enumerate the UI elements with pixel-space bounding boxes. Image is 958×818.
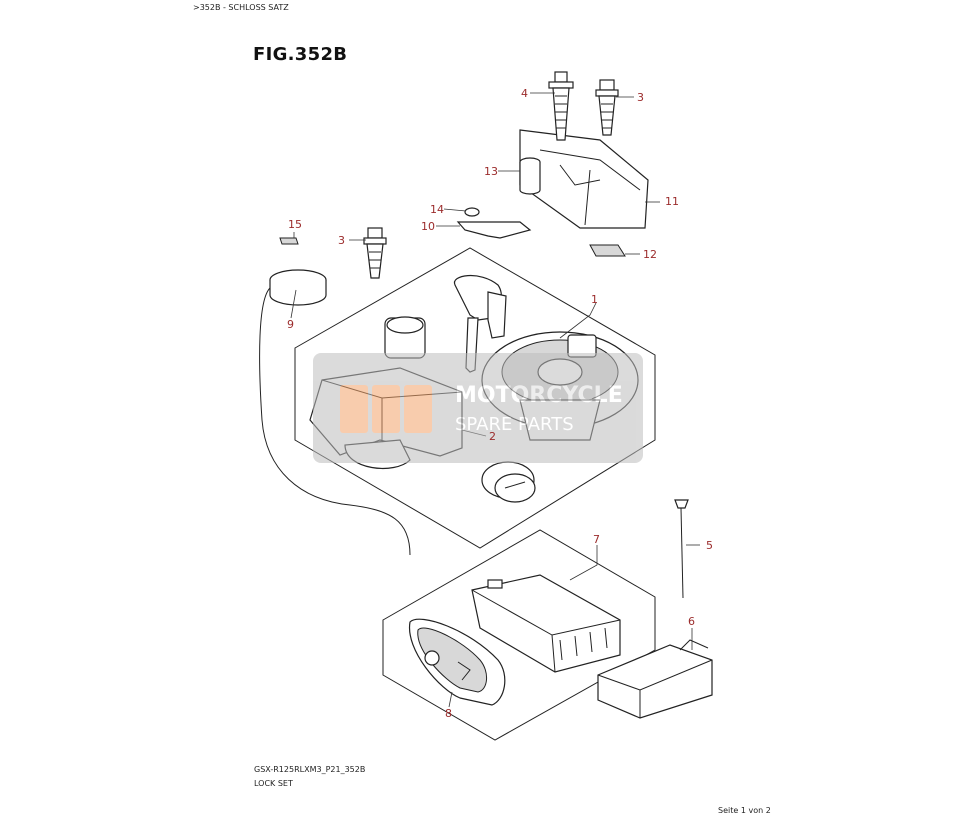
callout-10[interactable]: 10 [421,220,435,233]
callout-9[interactable]: 9 [287,318,294,331]
plate-part-10[interactable] [456,221,532,239]
callout-14[interactable]: 14 [430,203,444,216]
holder-part-6[interactable] [597,639,713,719]
callout-3-lower[interactable]: 3 [338,234,345,247]
callout-8[interactable]: 8 [445,707,452,720]
key-fob-part-8[interactable] [408,618,506,706]
group-outline-smart-key [382,529,656,741]
callout-15[interactable]: 15 [288,218,302,231]
seat-lock-cylinder[interactable] [481,461,536,503]
breadcrumb[interactable]: >352B - SCHLOSS SATZ [193,3,289,12]
callout-2[interactable]: 2 [489,430,496,443]
watermark: MOTORCYCLE SPARE PARTS [313,353,643,463]
callout-11[interactable]: 11 [665,195,679,208]
callout-13[interactable]: 13 [484,165,498,178]
spacer-part-13[interactable] [519,157,541,195]
callout-12[interactable]: 12 [643,248,657,261]
callout-1[interactable]: 1 [591,293,598,306]
bolt-part-3-upper[interactable] [595,79,619,136]
ring-part-9[interactable] [259,269,411,556]
control-unit-part-7[interactable] [471,574,621,673]
callout-5[interactable]: 5 [706,539,713,552]
callout-6[interactable]: 6 [688,615,695,628]
callout-7[interactable]: 7 [593,533,600,546]
figure-title: FIG.352B [253,44,348,65]
leader-lines [290,92,700,708]
figure-description: LOCK SET [254,779,293,788]
label-part-15[interactable] [279,237,299,245]
bolt-part-3-lower[interactable] [363,227,387,279]
group-outline-lock-set [294,247,656,549]
pad-part-12[interactable] [589,244,626,257]
callout-3-upper[interactable]: 3 [637,91,644,104]
watermark-line1: MOTORCYCLE [455,383,623,408]
page-indicator: Seite 1 von 2 [718,806,771,815]
watermark-line2: SPARE PARTS [455,414,574,435]
callout-4[interactable]: 4 [521,87,528,100]
model-code: GSX-R125RLXM3_P21_352B [254,765,366,774]
cable-tie-part-5[interactable] [674,499,689,599]
washer-part-14[interactable] [464,207,480,217]
bolt-part-4[interactable] [548,71,574,141]
